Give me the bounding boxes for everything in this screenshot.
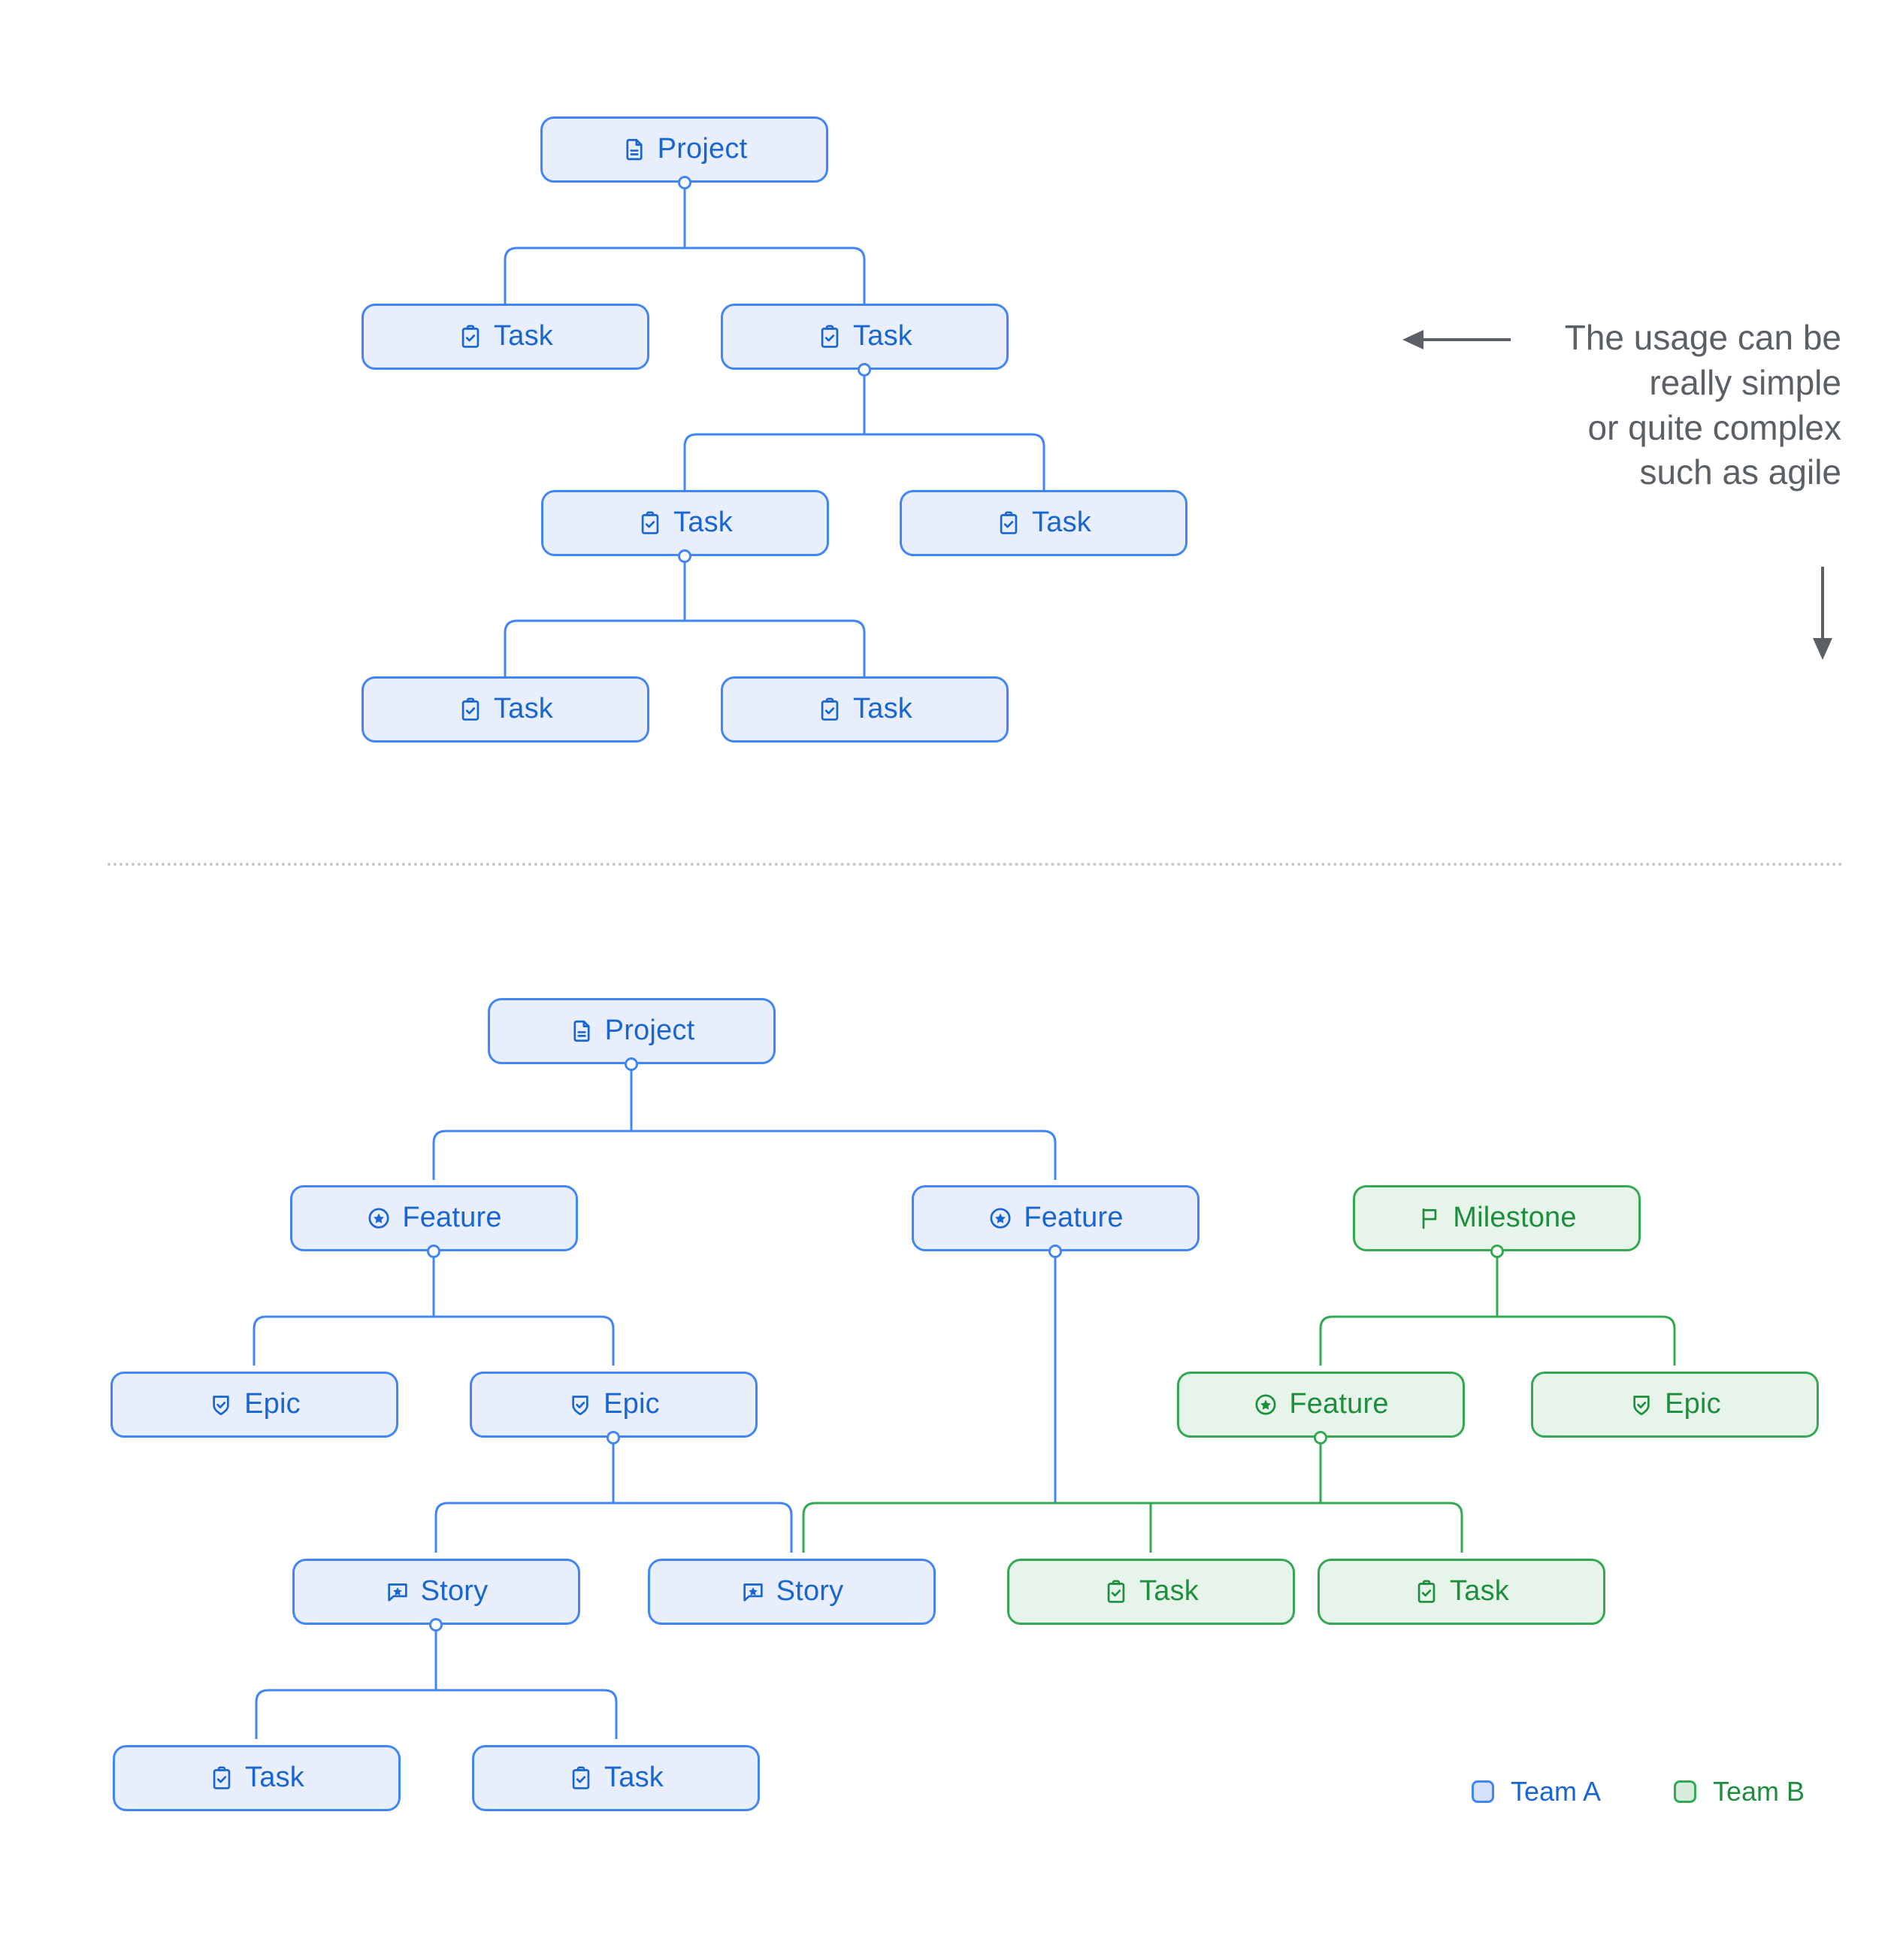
node-label: Project — [657, 133, 748, 165]
clipboard-check-icon — [209, 1765, 234, 1791]
node-label: Feature — [402, 1202, 502, 1233]
node-epic-2[interactable]: Epic — [470, 1372, 758, 1438]
edge-epic2-to-stories — [434, 1438, 793, 1553]
port-milestone — [1490, 1245, 1504, 1258]
edge-task2-to-tasks — [683, 368, 1045, 502]
edge-project-to-tasks — [504, 183, 866, 316]
node-btask-4[interactable]: Task — [472, 1745, 760, 1811]
document-icon — [569, 1018, 594, 1044]
node-milestone[interactable]: Milestone — [1353, 1185, 1641, 1251]
port-task-3 — [678, 549, 691, 563]
node-btask-1[interactable]: Task — [1007, 1559, 1295, 1625]
node-label: Task — [673, 507, 733, 538]
node-label: Task — [1032, 507, 1091, 538]
clipboard-check-icon — [1103, 1579, 1129, 1605]
edge-milestone-to-children — [1319, 1251, 1676, 1366]
node-label: Epic — [604, 1388, 660, 1420]
edge-feature3-to-tasks — [802, 1438, 1463, 1553]
node-label: Task — [853, 693, 912, 724]
node-project-top[interactable]: Project — [540, 116, 828, 183]
clipboard-check-icon — [996, 510, 1021, 536]
edge-feature1-to-epics — [253, 1251, 615, 1366]
node-task-6[interactable]: Task — [721, 676, 1009, 743]
port-feature-3 — [1314, 1431, 1327, 1444]
port-epic-2 — [607, 1431, 620, 1444]
node-label: Task — [494, 320, 553, 352]
clipboard-check-icon — [458, 324, 483, 349]
flag-icon — [1417, 1205, 1442, 1231]
clipboard-check-icon — [817, 697, 843, 722]
node-label: Story — [776, 1575, 844, 1607]
node-label: Task — [853, 320, 912, 352]
legend-label: Team A — [1511, 1776, 1602, 1807]
annotation-text: The usage can be really simple or quite … — [1564, 318, 1841, 492]
node-story-1[interactable]: Story — [292, 1559, 580, 1625]
star-circle-icon — [988, 1205, 1013, 1231]
node-label: Project — [604, 1015, 695, 1046]
shield-check-icon — [208, 1392, 234, 1417]
port-feature-2 — [1048, 1245, 1062, 1258]
left-arrow — [1402, 330, 1511, 349]
port-project-top — [678, 176, 691, 189]
node-feature-2[interactable]: Feature — [912, 1185, 1200, 1251]
document-icon — [622, 137, 647, 162]
legend-label: Team B — [1713, 1776, 1805, 1807]
node-label: Epic — [1665, 1388, 1721, 1420]
port-feature-1 — [427, 1245, 440, 1258]
edge-story1-to-tasks — [255, 1625, 618, 1739]
node-label: Task — [604, 1762, 664, 1793]
port-task-2 — [858, 363, 871, 377]
comment-star-icon — [385, 1579, 410, 1605]
shield-check-icon — [567, 1392, 593, 1417]
clipboard-check-icon — [637, 510, 663, 536]
node-btask-3[interactable]: Task — [113, 1745, 401, 1811]
port-story-1 — [429, 1618, 443, 1632]
node-label: Feature — [1289, 1388, 1389, 1420]
node-btask-2[interactable]: Task — [1318, 1559, 1605, 1625]
node-label: Milestone — [1453, 1202, 1577, 1233]
down-arrow — [1813, 567, 1832, 660]
edge-bproject-to-features — [432, 1064, 1057, 1180]
shield-check-icon — [1629, 1392, 1654, 1417]
node-label: Task — [1139, 1575, 1199, 1607]
node-label: Story — [420, 1575, 489, 1607]
node-bproject[interactable]: Project — [488, 998, 776, 1064]
team-a-swatch — [1472, 1780, 1494, 1803]
legend-team-a: Team A — [1472, 1776, 1601, 1807]
clipboard-check-icon — [1414, 1579, 1439, 1605]
node-epic-1[interactable]: Epic — [110, 1372, 398, 1438]
section-divider — [107, 863, 1844, 866]
node-feature-3[interactable]: Feature — [1177, 1372, 1465, 1438]
node-label: Feature — [1024, 1202, 1124, 1233]
node-task-5[interactable]: Task — [362, 676, 649, 743]
node-label: Task — [245, 1762, 304, 1793]
node-label: Task — [1450, 1575, 1509, 1607]
clipboard-check-icon — [817, 324, 843, 349]
node-task-4[interactable]: Task — [900, 490, 1187, 556]
node-task-3[interactable]: Task — [541, 490, 829, 556]
edge-task3-to-tasks — [504, 555, 866, 688]
star-circle-icon — [1253, 1392, 1278, 1417]
clipboard-check-icon — [568, 1765, 594, 1791]
comment-star-icon — [740, 1579, 766, 1605]
star-circle-icon — [366, 1205, 392, 1231]
node-story-2[interactable]: Story — [648, 1559, 936, 1625]
clipboard-check-icon — [458, 697, 483, 722]
node-task-2[interactable]: Task — [721, 304, 1009, 370]
node-label: Task — [494, 693, 553, 724]
node-task-1[interactable]: Task — [362, 304, 649, 370]
node-epic-3[interactable]: Epic — [1531, 1372, 1819, 1438]
team-b-swatch — [1674, 1780, 1696, 1803]
legend-team-b: Team B — [1674, 1776, 1805, 1807]
node-feature-1[interactable]: Feature — [290, 1185, 578, 1251]
port-bproject — [625, 1057, 638, 1071]
node-label: Epic — [244, 1388, 301, 1420]
